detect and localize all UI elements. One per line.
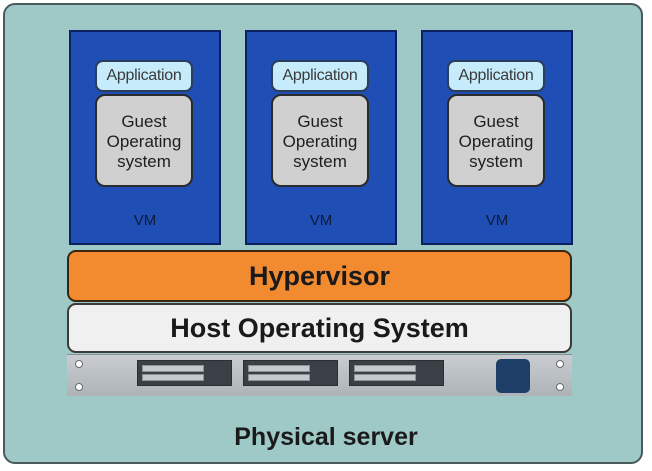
guest-os-line: Guest bbox=[297, 112, 343, 131]
vm-label: VM bbox=[133, 212, 157, 229]
application-box: Application bbox=[95, 60, 193, 92]
vm-box-2: Application Guest Operating system VM bbox=[245, 30, 397, 245]
guest-os-box: Guest Operating system bbox=[95, 94, 193, 187]
drive-bay-icon bbox=[137, 360, 232, 386]
physical-server-label: Physical server bbox=[234, 423, 418, 451]
drive-bay-icon bbox=[349, 360, 444, 386]
guest-os-line: Guest bbox=[473, 112, 519, 131]
guest-os-line: system bbox=[117, 152, 171, 171]
vm-box-1: Application Guest Operating system VM bbox=[69, 30, 221, 245]
screw-icon bbox=[556, 360, 564, 368]
guest-os-line: Operating bbox=[282, 132, 358, 151]
guest-os-box: Guest Operating system bbox=[447, 94, 545, 187]
vm-label: VM bbox=[309, 212, 333, 229]
hypervisor-layer: Hypervisor bbox=[67, 250, 572, 302]
drive-bay-icon bbox=[243, 360, 338, 386]
vm-box-3: Application Guest Operating system VM bbox=[421, 30, 573, 245]
application-box: Application bbox=[447, 60, 545, 92]
server-rack-hardware bbox=[67, 354, 572, 396]
application-box: Application bbox=[271, 60, 369, 92]
host-os-layer: Host Operating System bbox=[67, 303, 572, 353]
vm-label: VM bbox=[485, 212, 509, 229]
screw-icon bbox=[75, 383, 83, 391]
guest-os-line: system bbox=[293, 152, 347, 171]
screw-icon bbox=[75, 360, 83, 368]
guest-os-box: Guest Operating system bbox=[271, 94, 369, 187]
guest-os-line: system bbox=[469, 152, 523, 171]
power-button-icon bbox=[496, 359, 530, 393]
guest-os-line: Operating bbox=[106, 132, 182, 151]
guest-os-line: Operating bbox=[458, 132, 534, 151]
guest-os-line: Guest bbox=[121, 112, 167, 131]
screw-icon bbox=[556, 383, 564, 391]
